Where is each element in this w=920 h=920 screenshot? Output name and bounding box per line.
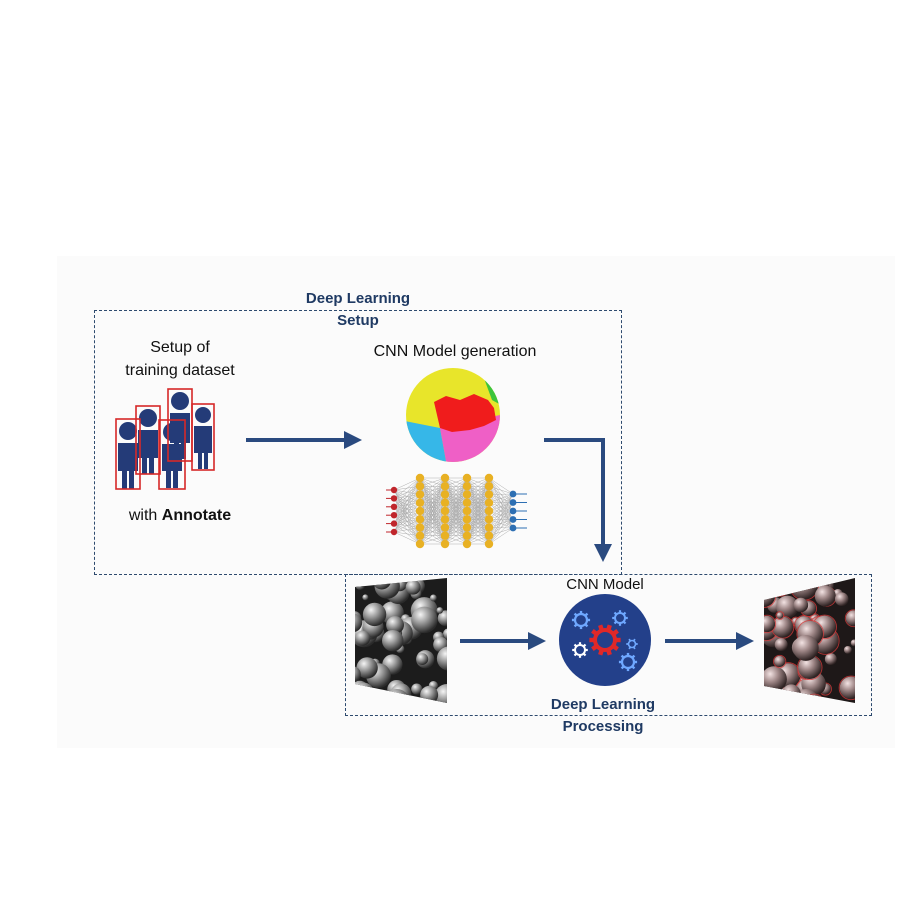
processing-title: Deep Learning Processing (503, 694, 703, 738)
nn-node (440, 523, 450, 532)
nn-node (462, 523, 472, 532)
nn-node (484, 515, 494, 524)
nn-node (484, 506, 494, 516)
gear-icon (626, 638, 638, 650)
nn-node (484, 482, 494, 491)
nn-node (440, 473, 450, 483)
nn-node (415, 523, 425, 532)
nn-node (484, 473, 494, 483)
nn-node (509, 499, 517, 506)
nn-node (440, 482, 450, 491)
gear-icon (612, 610, 628, 626)
nn-node (509, 507, 517, 515)
nn-node (390, 486, 398, 494)
processing-title-line1: Deep Learning (550, 696, 656, 713)
nn-node (415, 473, 425, 483)
nn-node (415, 482, 425, 491)
nn-node (462, 473, 472, 483)
cnn-generation-label: CNN Model generation (373, 343, 537, 360)
nn-node (415, 506, 425, 516)
nn-node (509, 516, 517, 523)
nn-node (462, 482, 472, 491)
nn-node (390, 495, 398, 502)
nn-node (484, 490, 494, 499)
nn-node (415, 515, 425, 524)
nn-node (415, 498, 425, 507)
nn-node (462, 490, 472, 499)
gear-icon (589, 624, 621, 656)
gear-icon (572, 642, 588, 658)
nn-node (390, 512, 398, 519)
gear-icon (618, 652, 638, 672)
nn-node (440, 498, 450, 507)
nn-node (509, 490, 517, 498)
nn-node (462, 539, 472, 549)
nn-node (415, 539, 425, 549)
nn-node (462, 506, 472, 516)
annotate-bold: Annotate (161, 507, 232, 524)
annotate-caption: with Annotate (95, 506, 265, 526)
setup-title-line1: Deep Learning (305, 290, 411, 307)
nn-node (440, 531, 450, 540)
cnn-model-label: CNN Model (566, 576, 644, 593)
nn-node (484, 531, 494, 540)
processing-title-line2: Processing (562, 718, 644, 735)
nn-node (440, 515, 450, 524)
setup-title-line2: Setup (337, 312, 379, 329)
nn-node (390, 520, 398, 527)
nn-node (462, 498, 472, 507)
annotate-prefix: with (128, 507, 162, 524)
nn-node (390, 528, 398, 536)
dataset-caption: Setup of training dataset (95, 336, 265, 382)
nn-node (415, 490, 425, 499)
nn-node (462, 531, 472, 540)
nn-node (509, 524, 517, 532)
nn-node (415, 531, 425, 540)
nn-node (462, 515, 472, 524)
nn-node (440, 506, 450, 516)
processing-box (345, 574, 872, 716)
setup-title: Deep Learning Setup (258, 288, 458, 332)
nn-node (484, 539, 494, 549)
gear-icon (571, 610, 591, 630)
nn-node (440, 490, 450, 499)
nn-node (440, 539, 450, 549)
dataset-line1: Setup of (150, 339, 210, 356)
dataset-line2: training dataset (125, 362, 235, 379)
nn-node (484, 523, 494, 532)
nn-node (390, 503, 398, 510)
nn-node (484, 498, 494, 507)
